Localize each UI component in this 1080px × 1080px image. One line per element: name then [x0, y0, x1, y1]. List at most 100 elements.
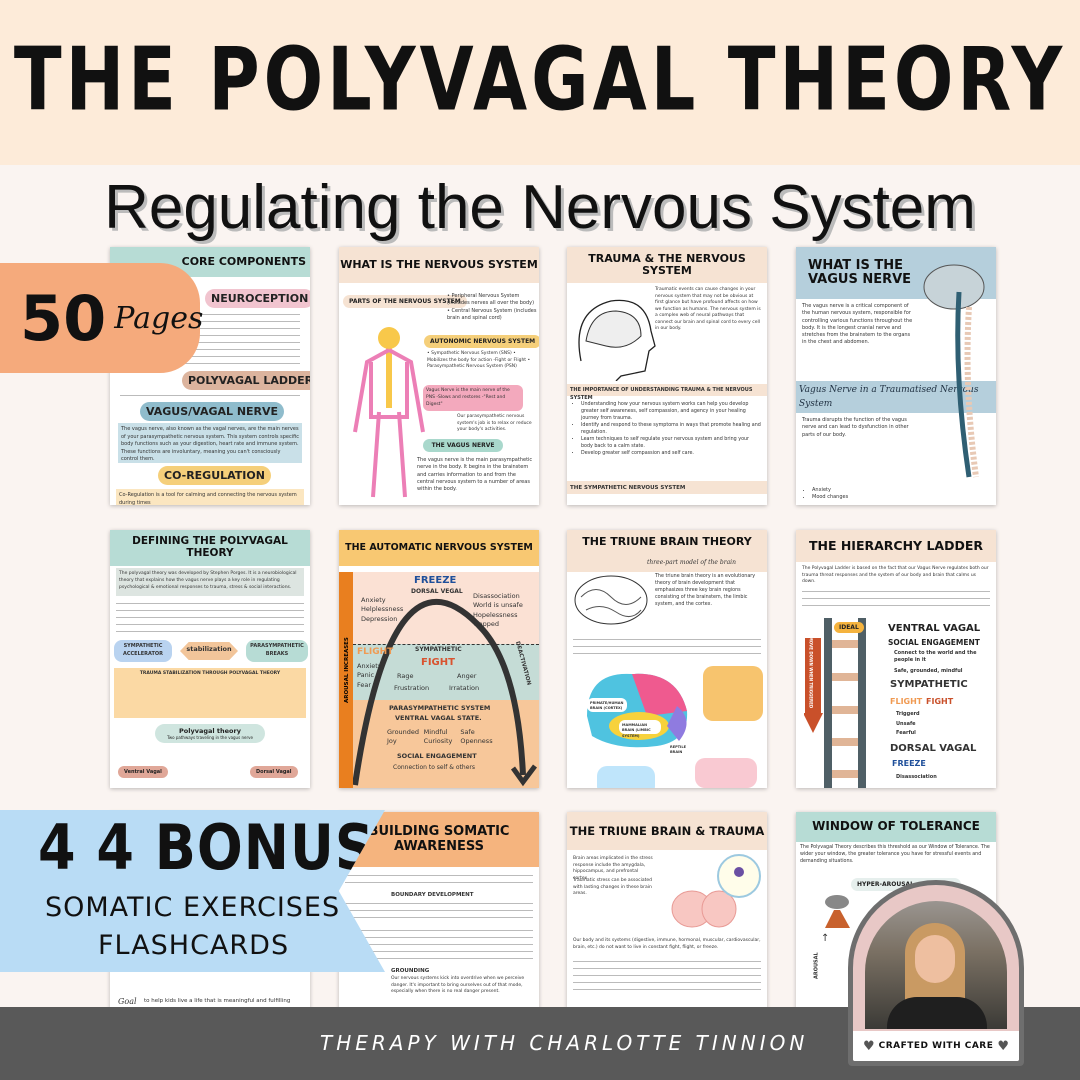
section-pill: CO-REGULATION — [158, 466, 271, 485]
brain-head-sketch — [578, 299, 656, 381]
sympathetic-label: SYMPATHETIC — [890, 679, 968, 690]
stabilization-arrow: stabilization — [180, 642, 238, 660]
script-subtitle: three-part model of the brain — [647, 559, 736, 566]
coreg-text: Co-Regulation is a tool for calming and … — [116, 489, 304, 505]
card-title: WHAT IS THE NERVOUS SYSTEM — [339, 247, 539, 283]
parts-label: PARTS OF THE NERVOUS SYSTEM — [343, 295, 467, 308]
info-box — [597, 766, 655, 788]
intro-text: Traumatic events can cause changes in yo… — [655, 287, 761, 332]
intro-text: The polyvagal theory was developed by St… — [116, 568, 304, 596]
preview-triune-brain-trauma: THE TRIUNE BRAIN & TRAUMA Brain areas im… — [567, 812, 767, 1012]
section-heading: THE IMPORTANCE OF UNDERSTANDING TRAUMA &… — [567, 384, 767, 401]
fight-word: Frustration — [394, 684, 430, 692]
safe-text: Safe, grounded, mindful — [894, 668, 963, 674]
sympathetic-accelerator: SYMPATHETIC ACCELERATOR — [114, 640, 172, 662]
flight-label: FLIGHT — [890, 697, 923, 706]
dorsal-label: Dorsal Vagal — [250, 766, 298, 778]
page-subtitle: Regulating the Nervous System — [104, 173, 976, 242]
ventral-label: Ventral Vagal — [118, 766, 168, 778]
dorsal-label: DORSAL VAGAL — [890, 743, 977, 754]
section-pill: VAGUS/VAGAL NERVE — [140, 402, 285, 421]
bullet: Understanding how your nervous system wo… — [581, 402, 761, 423]
pages-badge: 50 Pages — [0, 263, 204, 373]
fight-label: FIGHT — [421, 657, 455, 668]
goal-label: Goal — [118, 997, 137, 1006]
parts-text: • Peripheral Nervous System (includes ne… — [447, 293, 537, 321]
intro-text: The triune brain theory is an evolutiona… — [655, 574, 756, 607]
flight-label: FLIGHT — [357, 647, 394, 657]
brain-neuron-illustration — [671, 854, 761, 928]
brand-name: THERAPY WITH CHARLOTTE TINNION — [320, 1031, 809, 1055]
arousal-curve — [353, 598, 537, 787]
vagus-label: THE VAGUS NERVE — [423, 439, 503, 452]
card-title: THE TRIUNE BRAIN & TRAUMA — [567, 812, 767, 850]
arrow-up-icon: ↑ — [821, 933, 830, 944]
brain-label: MAMMALIAN BRAIN (LIMBIC SYSTEM) — [619, 720, 661, 738]
list-item: Anxiety — [812, 487, 848, 494]
fight-word: Irratation — [449, 684, 480, 692]
card-title: THE HIERARCHY LADDER — [796, 530, 996, 562]
intro-text: The vagus nerve is a critical component … — [802, 303, 913, 346]
connect-text: Connect to the world and the people in i… — [894, 650, 977, 664]
dorsal-label: DORSAL VEGAL — [411, 588, 463, 595]
ladder-illustration — [804, 618, 866, 788]
card-title: BUILDING SOMATIC AWARENESS — [339, 812, 539, 867]
pns-note: Our parasympathetic nervous system's job… — [457, 414, 532, 433]
ventral-label: VENTRAL VAGAL — [888, 623, 981, 634]
bonus-line1: SOMATIC EXERCISES — [45, 892, 341, 923]
ans-text: • Sympathetic Nervous System (SNS) • Mob… — [427, 351, 531, 370]
freeze-label: FREEZE — [892, 759, 926, 768]
card-title: THE TRIUNE BRAIN THEORY — [567, 530, 767, 572]
pv-label: Polyvagal theory — [179, 727, 241, 735]
stabilization-title: TRAUMA STABILIZATION THROUGH POLYVAGAL T… — [114, 668, 306, 718]
pv-sub: Two pathways traveling in the vagus nerv… — [167, 735, 253, 740]
goal-text: to help kids live a life that is meaning… — [144, 998, 291, 1004]
preview-somatic-awareness: BUILDING SOMATIC AWARENESS BOUNDARY DEVE… — [339, 812, 539, 1012]
social-label: SOCIAL ENGAGEMENT — [397, 752, 477, 760]
p2-text: Traumatic stress can be associated with … — [573, 878, 652, 897]
card-title: WHAT IS THE VAGUS NERVE — [796, 247, 926, 299]
section-heading: GROUNDING — [391, 968, 430, 974]
para-label: PARASYMPATHETIC SYSTEM — [389, 704, 491, 712]
vagus-text: The vagus nerve, also known as the vagal… — [118, 423, 302, 463]
title-banner — [0, 0, 1080, 165]
page-title: THE POLYVAGAL THEORY — [13, 28, 1067, 131]
spine-illustration — [923, 264, 985, 478]
preview-automatic-nervous-system: THE AUTOMATIC NERVOUS SYSTEM AROUSAL INC… — [339, 530, 539, 788]
intro-text: The Polyvagal Ladder is based on the fac… — [802, 566, 989, 585]
brain-sketch — [574, 575, 648, 625]
arousal-axis: AROUSAL — [813, 952, 820, 979]
heart-icon: ♥ — [862, 1038, 875, 1054]
pages-label: Pages — [114, 300, 204, 336]
preview-triune-brain-theory: THE TRIUNE BRAIN THEORY three-part model… — [567, 530, 767, 788]
crafted-text: CRAFTED WITH CARE — [878, 1041, 994, 1051]
card-title: THE AUTOMATIC NERVOUS SYSTEM — [339, 530, 539, 566]
list-item: Mood changes — [812, 494, 848, 501]
preview-trauma-nervous-system: TRAUMA & THE NERVOUS SYSTEM Traumatic ev… — [567, 247, 767, 505]
ventral-label: VENTRAL VAGAL STATE. — [395, 714, 482, 722]
creator-photo — [865, 901, 1007, 1029]
bonus-line2: FLASHCARDS — [98, 930, 290, 961]
fight-label: FIGHT — [926, 697, 954, 706]
intro-text: Brain areas implicated in the stress res… — [573, 856, 653, 881]
pages-count: 50 — [20, 281, 107, 355]
preview-hierarchy-ladder: THE HIERARCHY LADDER The Polyvagal Ladde… — [796, 530, 996, 788]
nervous-system-figure — [353, 327, 425, 498]
axis-label: AROUSAL INCREASES — [344, 637, 350, 703]
section-pill: POLYVAGAL LADDER — [182, 371, 310, 390]
ideal-pill: IDEAL — [834, 622, 864, 633]
freeze-label: FREEZE — [414, 575, 457, 586]
info-box — [703, 666, 763, 721]
fight-word: Anger — [457, 672, 477, 680]
trauma-text: Trauma disrupts the function of the vagu… — [802, 417, 909, 438]
section-heading: THE SYMPATHETIC NERVOUS SYSTEM — [567, 481, 767, 494]
intro-text: The Polyvagal Theory describes this thre… — [800, 845, 990, 864]
crafted-label: ♥ CRAFTED WITH CARE ♥ — [853, 1031, 1019, 1061]
brain-label: REPTILE BRAIN — [667, 742, 699, 754]
card-title: DEFINING THE POLYVAGAL THEORY — [110, 530, 310, 566]
bullet: Identify and respond to these symptoms i… — [581, 423, 761, 437]
